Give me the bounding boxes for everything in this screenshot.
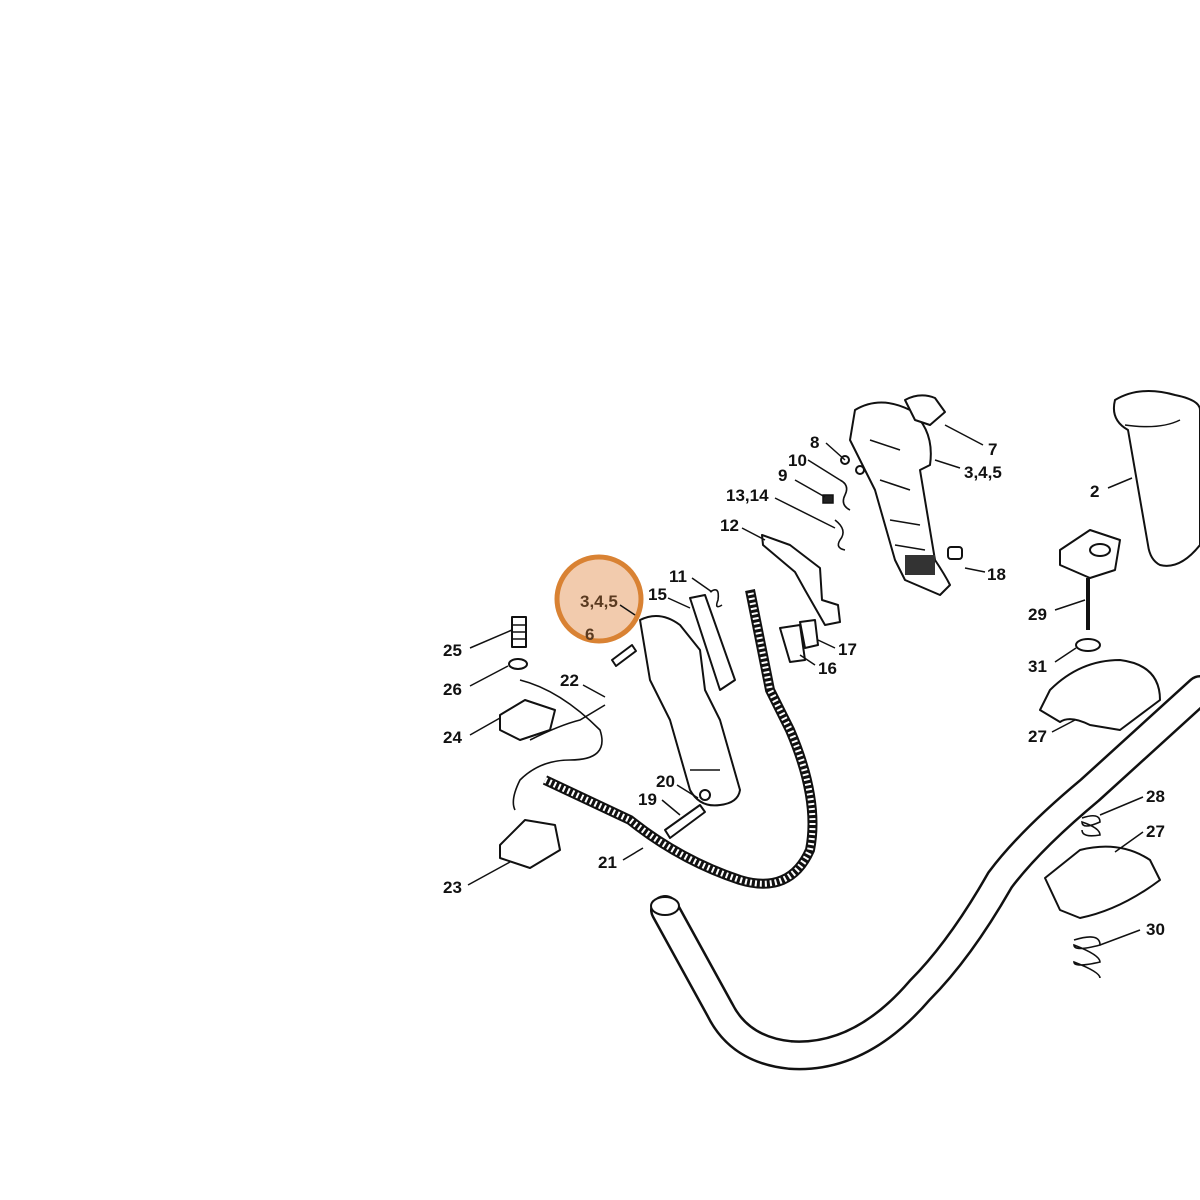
callout-19[interactable]: 19 [638,790,657,809]
ground-wire [512,679,603,811]
callout-28[interactable]: 28 [1146,787,1165,806]
highlight-marker[interactable]: 3,4,5 6 [554,554,644,644]
ignition-wire [529,704,606,741]
small-hardware [822,455,865,551]
callout-27-lower[interactable]: 27 [1146,822,1165,841]
callout-15[interactable]: 15 [648,585,667,604]
washer-part-26 [508,658,528,670]
control-handle-lower [639,615,741,807]
washer-part-31 [1075,638,1101,652]
callout-7[interactable]: 7 [988,440,997,459]
highlight-sublabel: 6 [585,625,594,644]
callout-17[interactable]: 17 [838,640,857,659]
callout-12[interactable]: 12 [720,516,739,535]
callout-11[interactable]: 11 [669,567,687,586]
callout-21[interactable]: 21 [598,853,617,872]
callout-30[interactable]: 30 [1146,920,1165,939]
callout-10[interactable]: 10 [788,451,807,470]
callout-13-14[interactable]: 13,14 [726,486,769,505]
leader-lines [467,424,1144,946]
callout-29[interactable]: 29 [1028,605,1047,624]
callout-22[interactable]: 22 [560,671,579,690]
screw-part-19 [664,804,706,839]
callout-9[interactable]: 9 [778,466,787,485]
callout-31[interactable]: 31 [1028,657,1047,676]
callout-18[interactable]: 18 [987,565,1006,584]
highlight-label: 3,4,5 [580,592,618,611]
callout-23[interactable]: 23 [443,878,462,897]
screw-part-6 [611,644,637,667]
clamp-part-27-upper [1039,659,1161,731]
clamp-part-27-lower [1044,845,1161,919]
contact-part-23 [499,819,561,869]
spring-part-11 [709,589,723,608]
callout-20[interactable]: 20 [656,772,675,791]
spring-part-28 [1081,814,1101,837]
callout-labels: 7 3,4,5 8 10 9 13,14 12 18 2 11 15 17 16… [443,433,1165,939]
handlebar-tube [650,675,1200,1071]
callout-27-upper[interactable]: 27 [1028,727,1047,746]
housing-shell-upper [849,401,951,596]
callout-3-4-5-upper[interactable]: 3,4,5 [964,463,1002,482]
callout-16[interactable]: 16 [818,659,837,678]
parts-16-17 [779,619,819,663]
throttle-cable-part-21 [542,589,818,889]
lever-part-15 [689,594,736,691]
callout-26[interactable]: 26 [443,680,462,699]
knob-part-29 [1059,529,1121,630]
callout-24[interactable]: 24 [443,728,462,747]
nut-part-18 [947,546,963,560]
trigger-part-12 [761,534,841,626]
callout-25[interactable]: 25 [443,641,462,660]
switch-part-24 [499,699,556,741]
callout-8[interactable]: 8 [810,433,819,452]
screw-part-25 [511,616,527,648]
spring-part-30 [1073,936,1101,979]
cap-part-7 [904,394,946,426]
grip-handle-part-2 [1112,390,1200,567]
callout-2[interactable]: 2 [1090,482,1099,501]
